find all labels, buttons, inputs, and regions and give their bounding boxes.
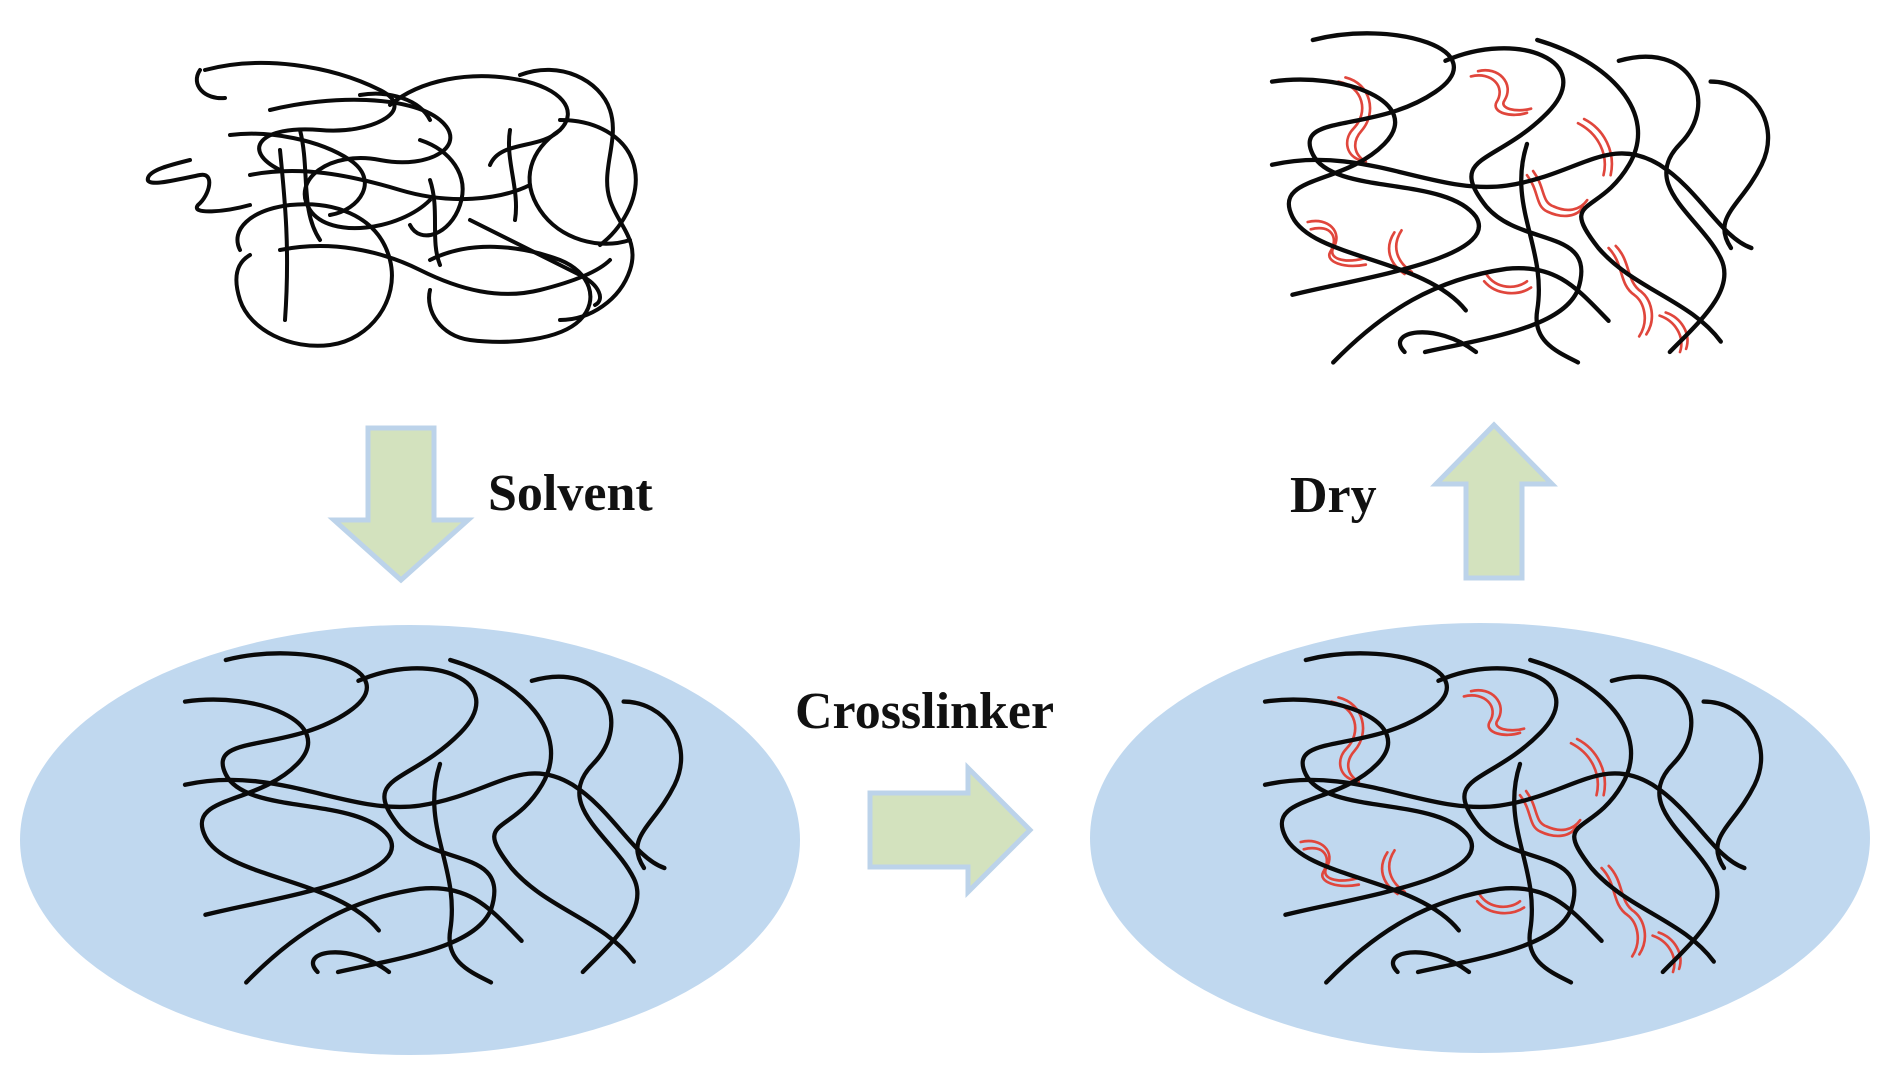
solution-ellipse-left — [20, 625, 800, 1055]
crosslinker-arrow-right — [867, 761, 1034, 899]
solvent-arrow-down — [327, 425, 475, 584]
solvent-label: Solvent — [488, 465, 653, 522]
crosslinker-label: Crosslinker — [795, 683, 1054, 740]
solution-ellipse-right — [1090, 623, 1870, 1053]
entangled-polymer-chains — [145, 61, 638, 348]
dry-arrow-up — [1430, 421, 1558, 581]
dry-label: Dry — [1290, 467, 1377, 524]
dried-crosslinked-network — [1272, 33, 1768, 362]
